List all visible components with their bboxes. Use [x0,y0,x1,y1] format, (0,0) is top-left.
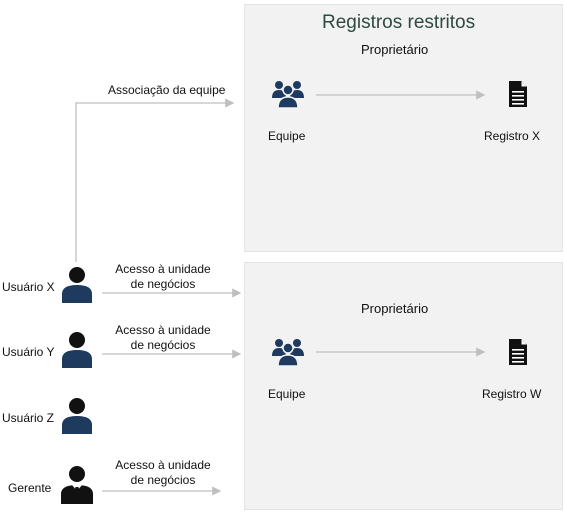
team-icon [272,339,304,367]
bu-team-label: Equipe [268,387,306,401]
bu-record-label: Registro W [482,387,542,401]
restricted-team-label: Equipe [268,129,306,143]
document-icon [509,81,527,107]
user-y-access-label: Acesso à unidade de negócios [103,323,223,353]
team-icon [272,81,304,109]
manager-access-text: Acesso à unidade de negócios [115,458,211,487]
restricted-record-label: Registro X [484,129,541,143]
restricted-panel-title: Registros restritos [322,12,476,33]
user-x-access-label: Acesso à unidade de negócios [103,262,223,292]
restricted-owner-label: Proprietário [361,42,429,57]
manager-icon [61,466,93,504]
business-unit-panel [244,262,563,510]
person-icon [62,398,92,434]
team-membership-label: Associação da equipe [108,83,226,97]
person-icon [62,267,92,303]
document-icon [509,339,527,365]
person-icon [62,332,92,368]
user-x-access-text: Acesso à unidade de negócios [115,262,211,291]
restricted-records-panel [244,4,563,252]
user-y-label: Usuário Y [2,345,55,359]
manager-access-label: Acesso à unidade de negócios [103,458,223,488]
user-y-access-text: Acesso à unidade de negócios [115,323,211,352]
user-x-label: Usuário X [2,280,55,294]
user-z-label: Usuário Z [2,411,55,425]
manager-label: Gerente [8,481,52,495]
bu-owner-label: Proprietário [361,301,429,316]
team-membership-connector [75,98,235,262]
